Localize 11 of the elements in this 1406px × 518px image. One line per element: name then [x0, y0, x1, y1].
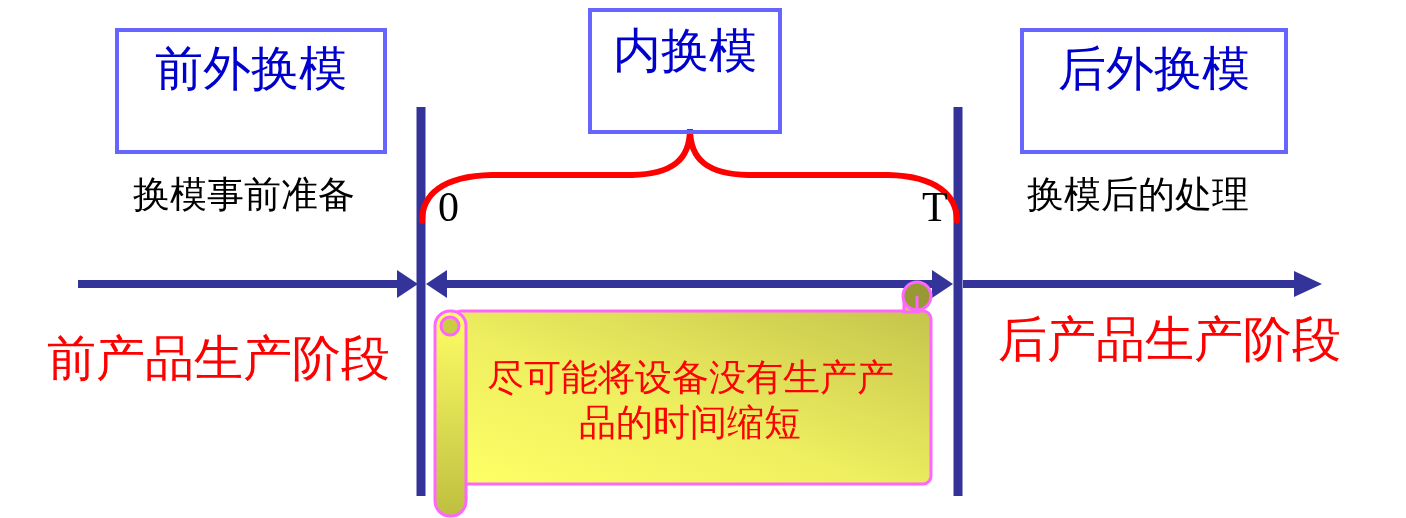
stage-label: 前产品生产阶段 — [47, 332, 390, 386]
box-title: 内换模 — [612, 24, 758, 77]
box-title: 后外换模 — [1057, 42, 1251, 95]
box-title: 前外换模 — [154, 42, 348, 95]
stage-label: 后产品生产阶段 — [998, 313, 1341, 367]
banner-text: 尽可能将设备没有生产产品的时间缩短 — [485, 355, 895, 445]
phase-box — [588, 8, 782, 134]
phase-description: 换模事前准备 — [133, 175, 355, 216]
time-point-label: T — [922, 184, 948, 231]
time-point-label: 0 — [438, 184, 459, 231]
phase-description: 换模后的处理 — [1027, 175, 1249, 216]
